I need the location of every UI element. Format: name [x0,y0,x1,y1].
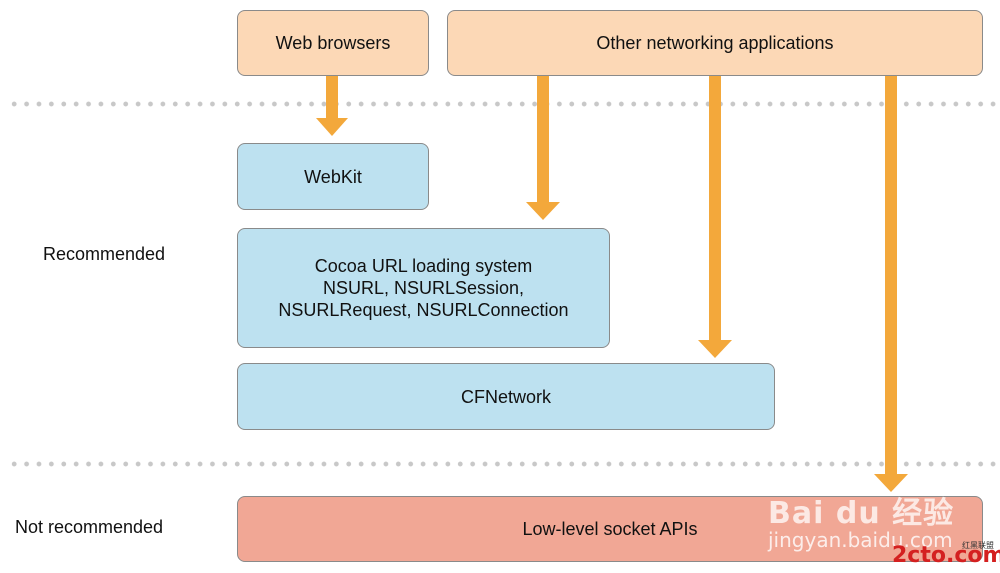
divider-top [8,101,998,107]
socket-apis-box: Low-level socket APIs [237,496,983,562]
socket-apis-label: Low-level socket APIs [522,519,698,539]
arrow-web-browsers-to-webkit [316,76,348,136]
watermark-baidu: Bai du 经验 [768,496,955,531]
web-browsers-label: Web browsers [275,33,391,53]
arrow-other-to-cfnetwork [698,76,732,358]
watermark-url: jingyan.baidu.com [768,528,953,552]
cocoa-classes-line2: NSURLRequest, NSURLConnection [278,300,569,320]
watermark-2cto-sub: 红黑联盟 [962,541,994,550]
arrow-other-to-cocoa [526,76,560,220]
cfnetwork-label: CFNetwork [460,386,551,407]
webkit-label: WebKit [304,166,362,187]
cfnetwork-box: CFNetwork [237,363,775,430]
arrow-other-to-sockets [874,76,908,492]
cocoa-classes-line1: NSURL, NSURLSession, [322,278,525,298]
recommended-layer-label: Recommended [43,244,166,264]
cocoa-title: Cocoa URL loading system [314,256,533,276]
webkit-box: WebKit [237,143,429,210]
not-recommended-layer-label: Not recommended [15,517,164,537]
other-networking-label: Other networking applications [596,33,834,53]
cocoa-url-loading-box: Cocoa URL loading system NSURL, NSURLSes… [237,228,610,348]
divider-bottom [8,461,998,467]
web-browsers-box: Web browsers [237,10,429,76]
other-networking-box: Other networking applications [447,10,983,76]
watermark-2cto: 2cto.com [892,543,1000,568]
